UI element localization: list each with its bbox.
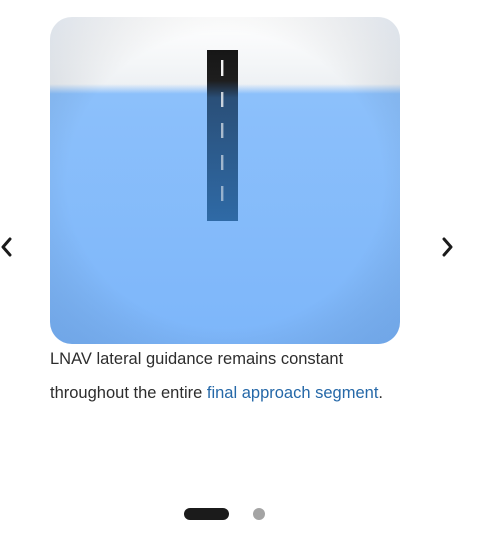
runway-graphic: [207, 50, 238, 221]
chevron-left-icon: [1, 237, 12, 257]
caption-text: LNAV lateral guidance remains constant t…: [50, 350, 344, 402]
slide-image: [50, 17, 400, 344]
pagination-dot-2[interactable]: [253, 508, 265, 520]
pagination-dots: [0, 508, 483, 522]
previous-slide-button[interactable]: [0, 232, 16, 262]
slide-caption: LNAV lateral guidance remains constant t…: [50, 343, 390, 410]
pagination-dot-active[interactable]: [184, 508, 229, 520]
next-slide-button[interactable]: [438, 232, 458, 262]
final-approach-segment-link[interactable]: final approach segment: [206, 383, 379, 402]
caption-period: .: [378, 383, 383, 402]
chevron-right-icon: [442, 237, 453, 257]
